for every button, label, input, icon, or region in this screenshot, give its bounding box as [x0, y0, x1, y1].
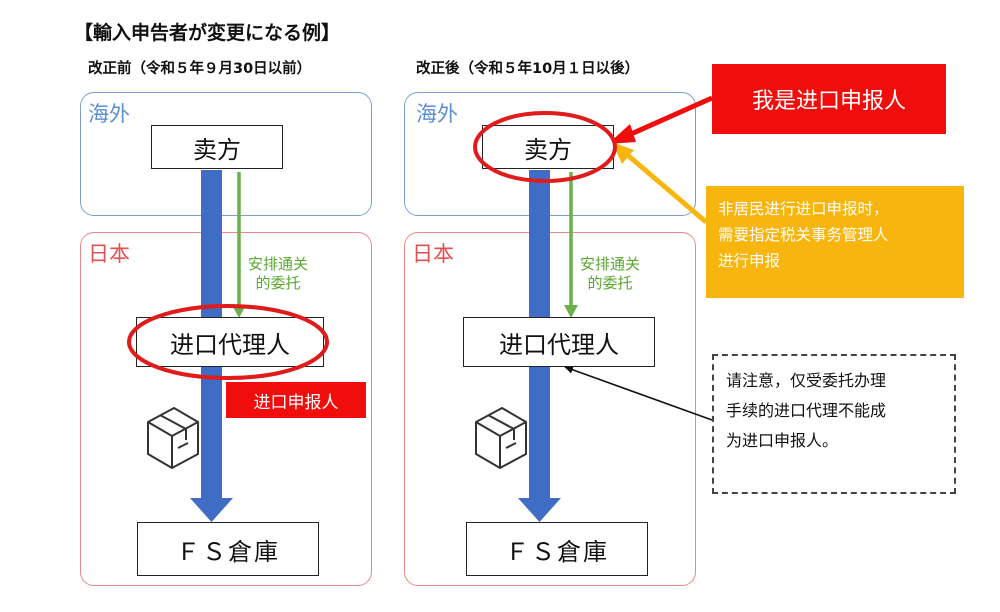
left-package-icon: [147, 407, 199, 469]
left-green-note-line-1: 安排通关: [248, 255, 309, 273]
right-green-note-line-1: 安排通关: [580, 255, 641, 273]
note-line-3: 为进口申报人。: [726, 431, 839, 450]
left-green-note-line-2: 的委托: [255, 274, 301, 292]
right-seller-box: 卖方: [482, 125, 614, 169]
right-overseas-label: 海外: [416, 102, 458, 126]
yellow-callout-arrow: [612, 142, 708, 224]
left-japan-region: [80, 232, 372, 586]
yellow-callout-line-2: 需要指定税关事务管理人: [718, 226, 889, 244]
note-pointer-arrow: [564, 365, 713, 421]
right-agent-box: 进口代理人: [463, 317, 655, 367]
page-title: 【輸入申告者が変更になる例】: [74, 22, 341, 44]
red-callout-arrow: [608, 95, 714, 144]
red-callout: 我是进口申报人: [712, 64, 946, 134]
right-green-note-line-2: 的委托: [587, 274, 633, 292]
right-japan-label: 日本: [412, 242, 454, 266]
yellow-callout-line-1: 非居民进行进口申报时，: [718, 200, 889, 218]
left-seller-box: 卖方: [151, 125, 283, 169]
note-box: 请注意，仅受委托办理 手续的进口代理不能成 为进口申报人。: [712, 354, 956, 494]
left-declarant-tag: 进口申报人: [226, 382, 366, 418]
note-line-1: 请注意，仅受委托办理: [726, 371, 887, 390]
right-subtitle: 改正後（令和５年10月１日以後）: [416, 61, 640, 77]
right-warehouse-box: ＦＳ倉庫: [466, 522, 648, 576]
right-package-icon: [475, 407, 527, 469]
right-green-note: 安排通关 的委托: [580, 255, 640, 293]
yellow-callout: 非居民进行进口申报时， 需要指定税关事务管理人 进行申报: [706, 186, 964, 298]
left-warehouse-box: ＦＳ倉庫: [137, 522, 319, 576]
left-agent-box: 进口代理人: [136, 317, 324, 367]
left-overseas-label: 海外: [88, 102, 130, 126]
left-subtitle: 改正前（令和５年９月30日以前）: [88, 61, 312, 77]
left-green-note: 安排通关 的委托: [248, 255, 308, 293]
left-green-arrow: [232, 172, 246, 318]
left-japan-label: 日本: [88, 242, 130, 266]
note-line-2: 手续的进口代理不能成: [726, 401, 887, 420]
yellow-callout-line-3: 进行申报: [718, 252, 781, 270]
left-overseas-region: [80, 92, 372, 216]
right-green-arrow: [564, 172, 578, 318]
